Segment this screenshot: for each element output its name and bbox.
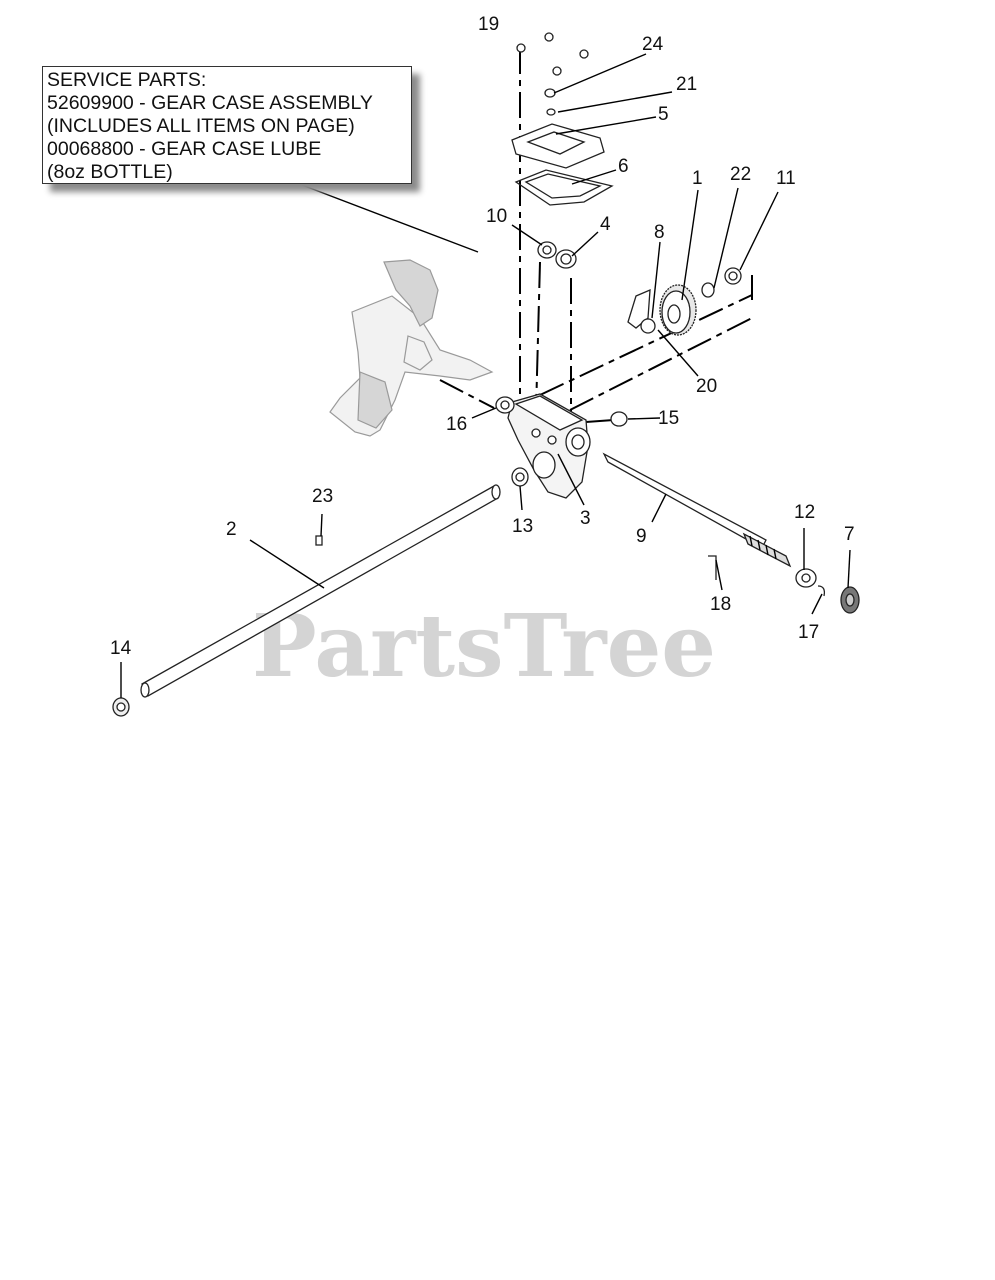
callout-8: 8 [654,222,665,243]
callout-24: 24 [642,34,664,55]
watermark: PartsTree [252,596,716,697]
axle-shaft [112,484,501,717]
callout-7: 7 [844,524,855,545]
callout-23: 23 [312,486,333,507]
service-part-line: (INCLUDES ALL ITEMS ON PAGE) [47,115,355,137]
auger-housing-ghost [329,259,494,437]
callout-19: 19 [478,14,499,35]
worm-gear [627,267,742,336]
service-part-line: 00068800 - GEAR CASE LUBE [47,138,322,160]
callout-2: 2 [226,519,237,540]
callout-5: 5 [658,104,669,125]
callout-20: 20 [696,376,717,397]
callout-1: 1 [692,168,703,189]
callout-22: 22 [730,164,751,185]
callout-12: 12 [794,502,815,523]
callout-3: 3 [580,508,591,529]
callout-21: 21 [676,74,697,95]
callout-13: 13 [512,516,533,537]
callout-6: 6 [618,156,629,177]
service-part-line: (8oz BOTTLE) [47,161,173,183]
service-parts-heading: SERVICE PARTS: [47,69,207,91]
gear-case-housing [507,393,591,499]
leader-lines [120,53,851,698]
callout-11: 11 [776,168,796,189]
bearings-lower [495,396,628,487]
bearings-upper [537,241,577,269]
service-parts-note: SERVICE PARTS: 52609900 - GEAR CASE ASSE… [42,66,412,184]
worm-shaft [602,452,860,614]
callout-18: 18 [710,594,731,615]
callout-numbers: 19 24 21 5 6 10 4 8 1 22 11 20 15 16 13 … [110,14,855,659]
callout-14: 14 [110,638,132,659]
hardware-screws [516,32,589,116]
gear-case-cover [511,123,605,169]
callout-10: 10 [486,206,507,227]
gasket [514,169,614,206]
callout-15: 15 [658,408,679,429]
callout-16: 16 [446,414,467,435]
service-part-line: 52609900 - GEAR CASE ASSEMBLY [47,92,373,114]
callout-17: 17 [798,622,819,643]
assembly-centerlines [439,48,753,423]
callout-9: 9 [636,526,647,547]
callout-4: 4 [600,214,611,235]
